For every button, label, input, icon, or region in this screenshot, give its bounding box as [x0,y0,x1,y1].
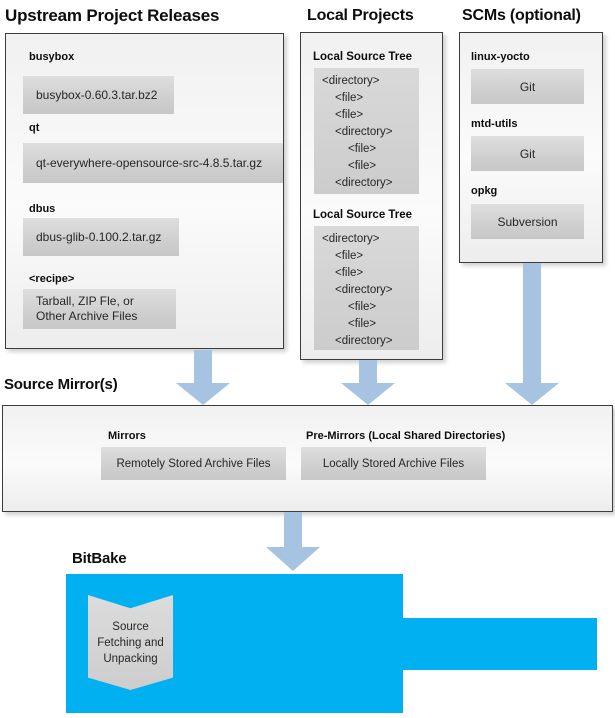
upstream-item-label: <recipe> [29,273,75,285]
tree-line: <file> [348,318,377,330]
upstream-archive-box: busybox-0.60.3.tar.bz2 [23,76,174,114]
upstream-item-label: dbus [29,203,56,215]
arrow-mirrors-to-bitbake [284,512,302,547]
bitbake-title: BitBake [72,550,127,567]
arrow-local-to-mirrors-head [341,383,395,405]
upstream-item-label: busybox [29,51,75,63]
source-mirrors-panel: Mirrors Remotely Stored Archive Files Pr… [2,405,613,512]
upstream-releases-panel: busybox busybox-0.60.3.tar.bz2 qt qt-eve… [5,33,284,349]
mirrors-archive-box: Remotely Stored Archive Files [101,447,286,480]
scm-item-label: mtd-utils [471,118,518,130]
arrow-upstream-to-mirrors [194,350,212,383]
tree-line: <file> [335,267,364,279]
local-source-tree-box: <directory> <file> <file> <directory> <f… [314,68,419,194]
arrow-mirrors-to-bitbake-head [266,547,320,571]
tree-line: <file> [335,109,364,121]
tree-line: <directory> [335,126,393,138]
scm-tool-box: Subversion [471,204,584,239]
upstream-item-label: qt [29,122,40,134]
pre-mirrors-group-label: Pre-Mirrors (Local Shared Directories) [306,430,506,442]
arrow-scms-to-mirrors [523,263,541,383]
tree-line: <file> [348,160,377,172]
source-fetching-ribbon: Source Fetching and Unpacking [88,595,173,690]
tree-line: <file> [348,301,377,313]
local-source-tree-label: Local Source Tree [313,51,413,63]
local-projects-panel: Local Source Tree <directory> <file> <fi… [300,32,443,360]
arrow-scms-to-mirrors-head [505,383,559,405]
local-projects-title: Local Projects [307,7,414,24]
tree-line: <directory> [322,75,380,87]
arrow-local-to-mirrors [359,360,377,383]
upstream-archive-box: dbus-glib-0.100.2.tar.gz [23,218,179,256]
upstream-archive-box: qt-everywhere-opensource-src-4.8.5.tar.g… [23,143,283,183]
scms-title: SCMs (optional) [462,7,581,24]
tree-line: <directory> [335,177,393,189]
local-source-tree-label: Local Source Tree [313,209,413,221]
upstream-releases-title: Upstream Project Releases [5,6,220,25]
scm-item-label: linux-yocto [471,51,530,63]
source-mirrors-title: Source Mirror(s) [4,376,118,393]
tree-line: <file> [348,143,377,155]
tree-line: <directory> [322,233,380,245]
bitbake-output-arm [403,618,597,670]
local-source-tree-box: <directory> <file> <file> <directory> <f… [314,226,419,350]
scm-tool-box: Git [471,69,584,104]
scm-item-label: opkg [471,185,498,197]
pre-mirrors-archive-box: Locally Stored Archive Files [301,447,486,480]
tree-line: <file> [335,250,364,262]
tree-line: <file> [335,92,364,104]
scm-tool-box: Git [471,136,584,171]
upstream-archive-box: Tarball, ZIP Fle, or Other Archive Files [23,289,176,329]
scms-panel: linux-yocto Git mtd-utils Git opkg Subve… [459,32,603,263]
tree-line: <directory> [335,335,393,347]
arrow-upstream-to-mirrors-head [176,383,230,405]
tree-line: <directory> [335,284,393,296]
mirrors-group-label: Mirrors [108,430,146,442]
